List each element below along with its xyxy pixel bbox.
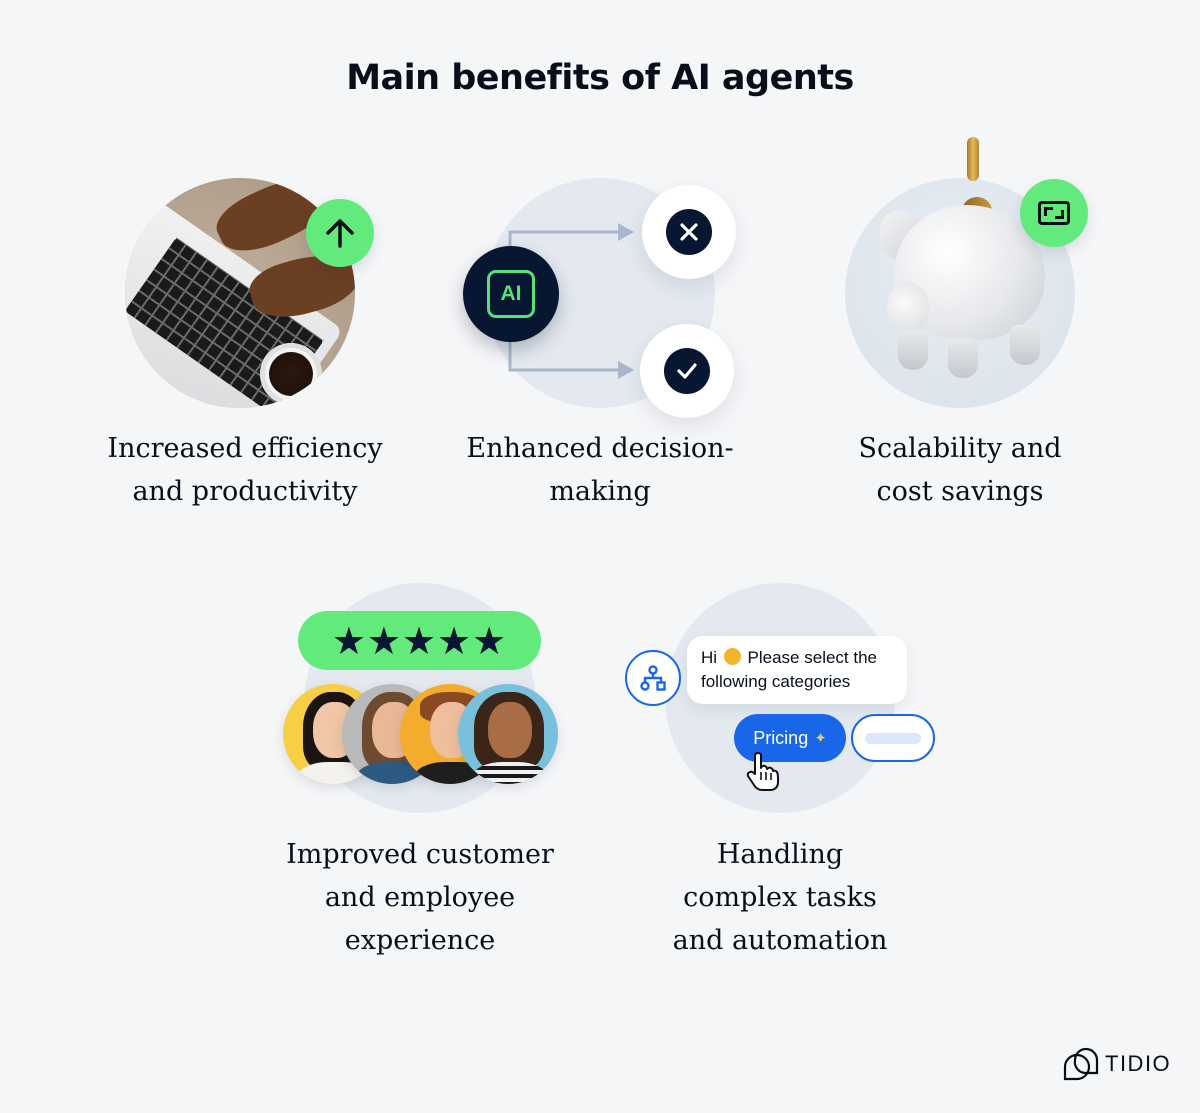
frame-badge (1020, 179, 1088, 247)
ai-chip-icon: AI (487, 270, 535, 318)
frame-expand-icon (1038, 201, 1070, 225)
piggy-leg (1010, 325, 1040, 365)
falling-coin-icon (967, 137, 979, 181)
page-title: Main benefits of AI agents (346, 58, 854, 98)
benefit-caption: Increased efficiency and productivity (107, 433, 383, 507)
tidio-logo: TIDIO (1061, 1047, 1171, 1081)
benefit-caption: Handling complex tasks and automation (672, 839, 888, 956)
five-star-rating: ★★★★★ (298, 611, 541, 670)
benefit-caption: Enhanced decision- making (466, 433, 734, 507)
piggy-leg (948, 338, 978, 378)
avatar (458, 684, 558, 784)
benefit-caption: Improved customer and employee experienc… (286, 839, 554, 956)
pointer-hand-cursor-icon (746, 752, 779, 791)
arrow-up-icon (326, 219, 354, 248)
tidio-logo-icon (1063, 1047, 1099, 1081)
relieved-face-emoji-icon (723, 648, 741, 665)
piggy-leg (898, 330, 928, 370)
arrow-up-badge (306, 199, 374, 267)
benefit-caption: Scalability and cost savings (858, 433, 1062, 507)
reject-outcome (642, 185, 736, 279)
flow-chart-badge (625, 650, 681, 706)
x-icon (680, 223, 698, 241)
piggy-snout (887, 282, 929, 334)
chat-message: Hi Please select the following categorie… (687, 636, 907, 704)
placeholder-bar (865, 732, 921, 744)
coffee-mug (260, 343, 322, 405)
empty-option-button[interactable] (851, 714, 935, 762)
money-with-wings-icon: ✦ (814, 730, 827, 747)
star-icons: ★★★★★ (331, 618, 508, 663)
accept-outcome (640, 324, 734, 418)
check-icon (677, 363, 697, 379)
ai-node: AI (463, 246, 559, 342)
pricing-option-button[interactable]: Pricing ✦ (734, 714, 846, 762)
flow-chart-icon (640, 665, 666, 691)
